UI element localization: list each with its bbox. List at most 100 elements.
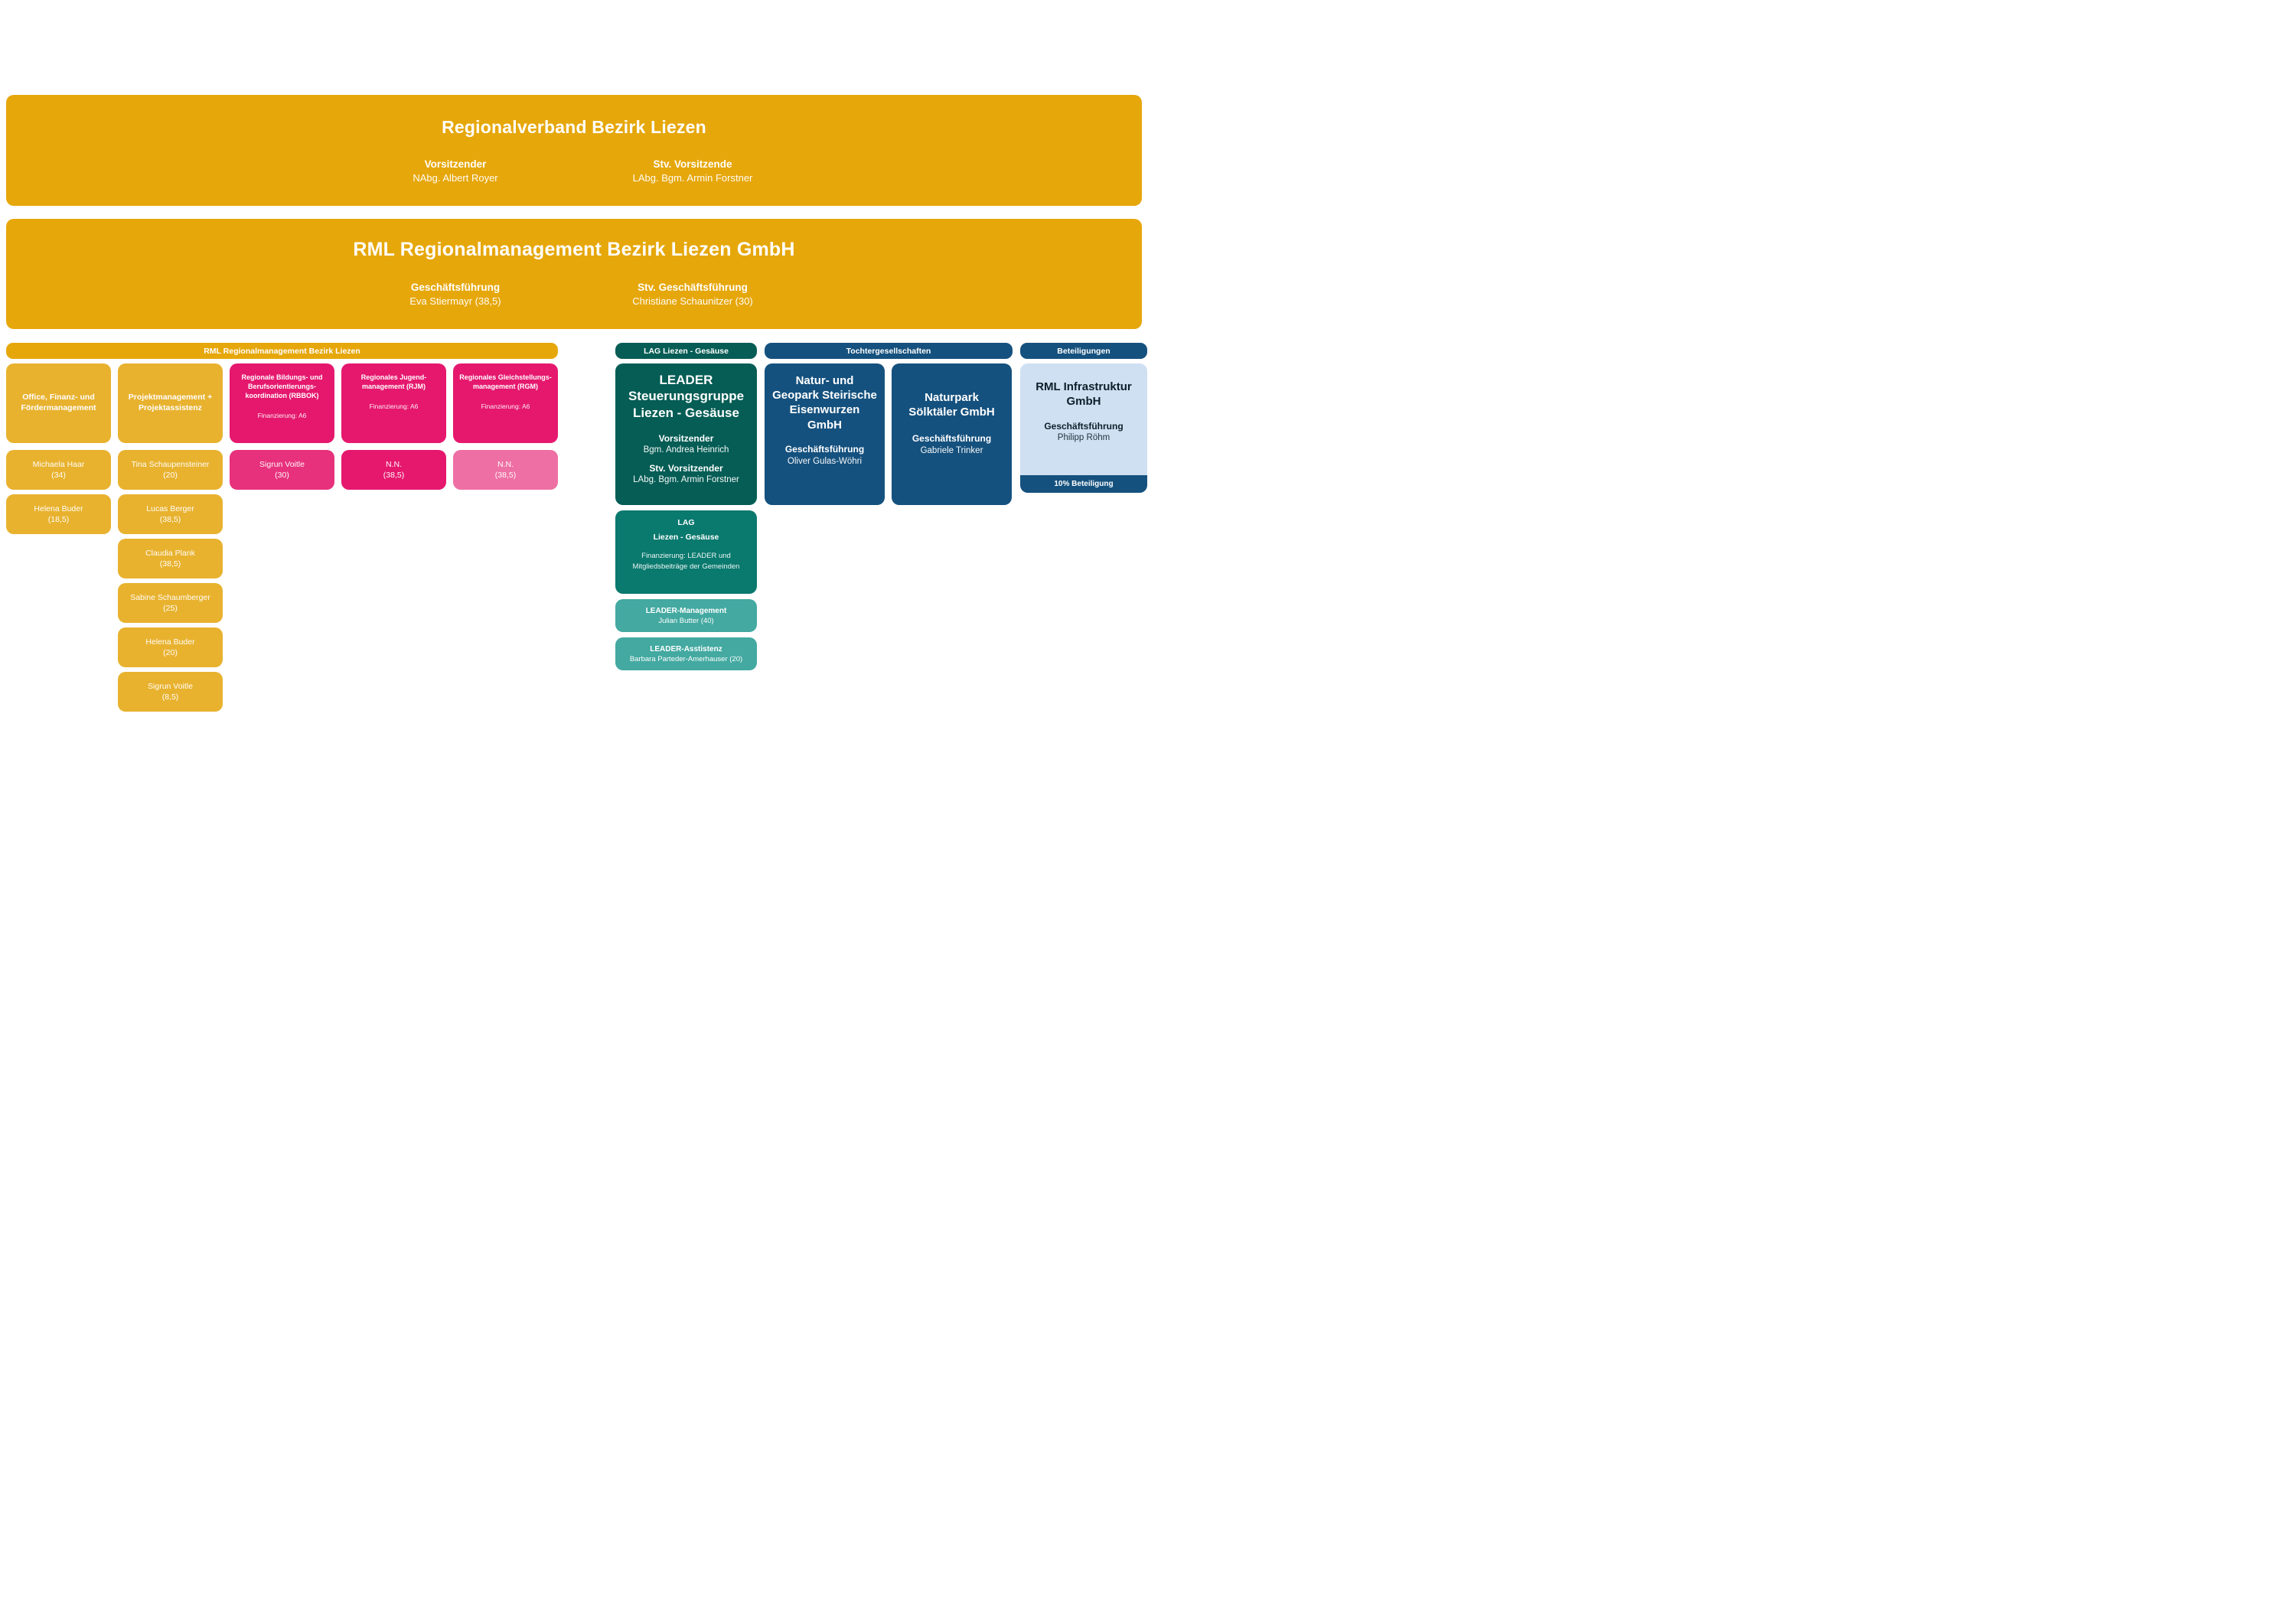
lag-financing-note: Finanzierung: LEADER und Mitgliedsbeiträ…: [632, 552, 740, 571]
company-geopark-eisenwurzen: Natur- und Geopark Steirische Eisenwurze…: [765, 363, 885, 505]
member-hours: (20): [163, 471, 178, 480]
lag-column: LEADER Steuerungsgruppe Liezen - Gesäuse…: [615, 363, 757, 676]
member-name: N.N.: [386, 459, 402, 469]
role-name: Eva Stiermayr (38,5): [409, 295, 501, 307]
member-box: Claudia Plank (38,5): [118, 539, 223, 578]
member-box: Helena Buder (20): [118, 627, 223, 667]
banner-regionalverband-roles: Vorsitzender NAbg. Albert Royer Stv. Vor…: [6, 158, 1142, 184]
member-name: Lucas Berger: [146, 504, 194, 513]
leader-management-box: LEADER-Management Julian Butter (40): [615, 599, 757, 632]
tochtergesellschaften-row: Natur- und Geopark Steirische Eisenwurze…: [765, 363, 1013, 505]
company-title: Naturpark Sölktäler GmbH: [908, 391, 995, 419]
role-label: Vorsitzender: [424, 158, 487, 170]
member-name: Helena Buder: [145, 637, 195, 647]
role-name: LAbg. Bgm. Armin Forstner: [632, 172, 753, 184]
role-name: LAbg. Bgm. Armin Forstner: [633, 474, 739, 484]
banner-rml-title: RML Regionalmanagement Bezirk Liezen Gmb…: [353, 239, 795, 260]
member-hours: (38,5): [159, 515, 181, 524]
member-name: Tina Schaupensteiner: [131, 459, 210, 469]
leader-assistenz-box: LEADER-Asstistenz Barbara Parteder-Amerh…: [615, 637, 757, 670]
beteiligung-badge: 10% Beteiligung: [1020, 475, 1147, 493]
role-stv-vorsitzender: Stv. Vorsitzender LAbg. Bgm. Armin Forst…: [615, 463, 757, 484]
role-label: Stv. Geschäftsführung: [638, 282, 748, 293]
dept-financing-note: Finanzierung: A6: [481, 402, 530, 411]
column-rjm: Regionales Jugend- management (RJM) Fina…: [341, 363, 446, 716]
role-geschaeftsfuehrung: Geschäftsführung Eva Stiermayr (38,5): [337, 282, 574, 307]
steering-title: LEADER Steuerungsgruppe Liezen - Gesäuse: [628, 373, 745, 420]
section-header-tochtergesellschaften: Tochtergesellschaften: [765, 343, 1013, 359]
member-box: Michaela Haar (34): [6, 450, 111, 490]
role-vorsitzender: Vorsitzender NAbg. Albert Royer: [337, 158, 574, 184]
company-naturpark-soelktaeler: Naturpark Sölktäler GmbH Geschäftsführun…: [892, 363, 1012, 505]
dept-financing-note: Finanzierung: A6: [369, 402, 419, 411]
column-office-finanz: Office, Finanz- und Fördermanagement Mic…: [6, 363, 111, 716]
member-hours: (8,5): [161, 693, 179, 702]
member-box: Tina Schaupensteiner (20): [118, 450, 223, 490]
org-chart: Regionalverband Bezirk Liezen Vorsitzend…: [0, 0, 1148, 812]
member-name: Helena Buder: [34, 504, 83, 513]
dept-box-office-finanz: Office, Finanz- und Fördermanagement: [6, 363, 111, 443]
role-label: Stv. Vorsitzender: [649, 462, 723, 474]
role-stv-vorsitzende: Stv. Vorsitzende LAbg. Bgm. Armin Forstn…: [574, 158, 811, 184]
pill-name: Barbara Parteder-Amerhauser (20): [629, 654, 743, 663]
role-name: Gabriele Trinker: [920, 446, 983, 456]
member-box: Sigrun Voitle (30): [230, 450, 334, 490]
section-header-beteiligungen: Beteiligungen: [1020, 343, 1147, 359]
rml-columns: Office, Finanz- und Fördermanagement Mic…: [6, 363, 558, 716]
column-rbbok: Regionale Bildungs- und Berufsorientieru…: [230, 363, 334, 716]
lag-box: LAG Liezen - Gesäuse Finanzierung: LEADE…: [615, 510, 757, 594]
member-hours: (38,5): [159, 559, 181, 569]
member-name: Michaela Haar: [32, 459, 85, 469]
lag-title: LAG: [677, 518, 695, 527]
role-name: Bgm. Andrea Heinrich: [643, 445, 729, 455]
company-rml-infrastruktur: RML Infrastruktur GmbH Geschäftsführung …: [1020, 363, 1147, 475]
member-hours: (34): [51, 471, 66, 480]
column-projektmanagement: Projektmanagement + Projektassistenz Tin…: [118, 363, 223, 716]
dept-financing-note: Finanzierung: A6: [257, 412, 307, 420]
role-label: Vorsitzender: [658, 432, 714, 444]
dept-box-rbbok: Regionale Bildungs- und Berufsorientieru…: [230, 363, 334, 443]
role-name: NAbg. Albert Royer: [413, 172, 498, 184]
role-label: Geschäftsführung: [912, 433, 992, 445]
company-title: Natur- und Geopark Steirische Eisenwurze…: [772, 374, 877, 432]
company-title: RML Infrastruktur GmbH: [1035, 380, 1132, 409]
member-name: Sigrun Voitle: [259, 459, 305, 469]
member-hours: (38,5): [383, 471, 405, 480]
banner-regionalverband-title: Regionalverband Bezirk Liezen: [442, 117, 706, 137]
leader-steuerungsgruppe-box: LEADER Steuerungsgruppe Liezen - Gesäuse…: [615, 363, 757, 505]
member-name: Claudia Plank: [145, 548, 195, 558]
dept-box-rjm: Regionales Jugend- management (RJM) Fina…: [341, 363, 446, 443]
banner-rml-gmbh: RML Regionalmanagement Bezirk Liezen Gmb…: [6, 219, 1142, 329]
member-box: Helena Buder (18,5): [6, 494, 111, 534]
role-label: Geschäftsführung: [784, 443, 865, 455]
member-box: Sigrun Voitle (8,5): [118, 672, 223, 712]
member-box: N.N. (38,5): [453, 450, 558, 490]
pill-label: LEADER-Management: [645, 606, 727, 615]
role-label: Geschäftsführung: [410, 282, 501, 293]
dept-title: Regionales Gleichstellungs- management (…: [459, 373, 552, 391]
dept-title: Regionales Jugend- management (RJM): [360, 373, 427, 391]
section-header-lag: LAG Liezen - Gesäuse: [615, 343, 757, 359]
member-box: N.N. (38,5): [341, 450, 446, 490]
dept-title: Projektmanagement + Projektassistenz: [128, 393, 213, 412]
role-vorsitzender: Vorsitzender Bgm. Andrea Heinrich: [615, 433, 757, 455]
member-hours: (38,5): [494, 471, 517, 480]
company-rml-infrastruktur-card: RML Infrastruktur GmbH Geschäftsführung …: [1020, 363, 1147, 493]
role-label: Stv. Vorsitzende: [653, 158, 732, 170]
member-name: Sabine Schaumberger: [130, 592, 210, 602]
pill-label: LEADER-Asstistenz: [650, 644, 722, 653]
member-box: Sabine Schaumberger (25): [118, 583, 223, 623]
role-name: Christiane Schaunitzer (30): [632, 295, 753, 307]
dept-box-projektmanagement: Projektmanagement + Projektassistenz: [118, 363, 223, 443]
pill-name: Julian Butter (40): [658, 616, 714, 625]
column-rgm: Regionales Gleichstellungs- management (…: [453, 363, 558, 716]
section-header-rml: RML Regionalmanagement Bezirk Liezen: [6, 343, 558, 359]
role-label: Geschäftsführung: [1044, 421, 1124, 432]
dept-title: Regionale Bildungs- und Berufsorientieru…: [241, 373, 323, 400]
role-name: Oliver Gulas-Wöhri: [787, 456, 863, 466]
member-hours: (30): [275, 471, 289, 480]
member-hours: (18,5): [47, 515, 70, 524]
role-name: Philipp Röhm: [1057, 433, 1110, 443]
member-name: N.N.: [497, 459, 514, 469]
role-stv-geschaeftsfuehrung: Stv. Geschäftsführung Christiane Schauni…: [574, 282, 811, 307]
